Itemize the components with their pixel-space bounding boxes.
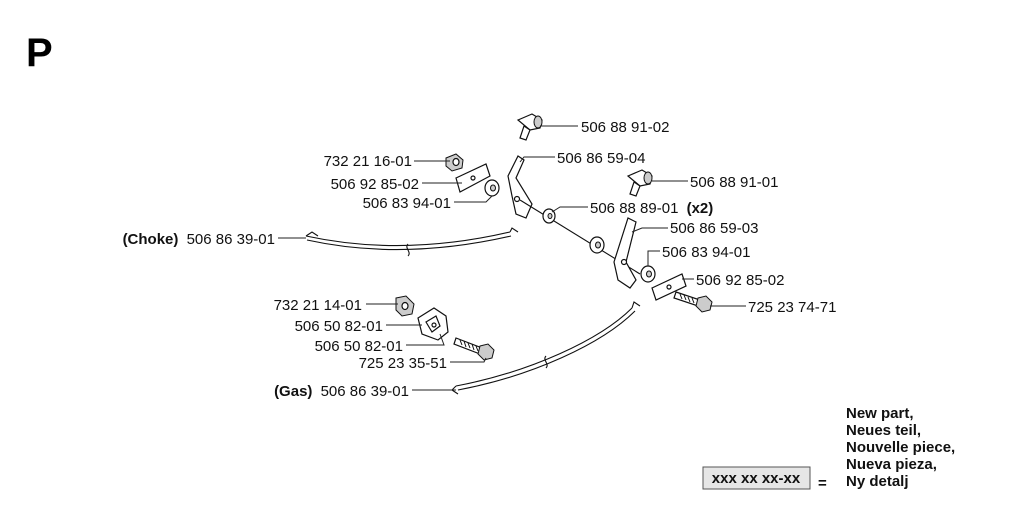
label-732-21-16-01: 732 21 16-01 <box>324 153 412 170</box>
washer-lower-part <box>640 265 656 283</box>
legend-sample-text: xxx xx xx-xx <box>712 470 801 487</box>
legend-line-2: Neues teil, <box>846 422 921 439</box>
choke-cable-part <box>305 227 519 257</box>
lever-upper-part <box>507 155 533 219</box>
label-506-86-59-04: 506 86 59-04 <box>557 150 645 167</box>
legend-line-3: Nouvelle piece, <box>846 439 955 456</box>
label-725-23-35-51: 725 23 35-51 <box>359 355 447 372</box>
legend-line-1: New part, <box>846 405 914 422</box>
nut-upper-part <box>445 153 464 172</box>
label-506-83-94-01-upper: 506 83 94-01 <box>363 195 451 212</box>
washer-upper-part <box>484 179 500 197</box>
label-gas-prefix: (Gas) <box>274 383 312 400</box>
label-506-88-91-01: 506 88 91-01 <box>690 174 778 191</box>
lever-lower-part <box>613 217 637 289</box>
legend-equals: = <box>818 475 827 492</box>
plate-lower-part <box>651 273 687 301</box>
legend-line-4: Nueva pieza, <box>846 456 937 473</box>
gas-cable-part <box>451 301 641 395</box>
knob-top-part <box>516 113 543 141</box>
label-choke-prefix: (Choke) <box>123 231 179 248</box>
label-gas-number: 506 86 39-01 <box>321 383 409 400</box>
leader-lines <box>278 125 746 391</box>
spacer-lower-part <box>589 236 605 254</box>
label-506-83-94-01-lower: 506 83 94-01 <box>662 244 750 261</box>
label-725-23-74-71: 725 23 74-71 <box>748 299 836 316</box>
label-506-50-82-01-b: 506 50 82-01 <box>315 338 403 355</box>
clamp-part <box>417 307 449 341</box>
plate-upper-part <box>455 163 491 193</box>
label-choke-cable: (Choke) 506 86 39-01 <box>123 231 275 248</box>
label-506-88-89-01-number: 506 88 89-01 <box>590 200 678 217</box>
label-506-88-89-01: 506 88 89-01 (x2) <box>590 200 713 217</box>
label-choke-number: 506 86 39-01 <box>187 231 275 248</box>
label-quantity: (x2) <box>687 200 714 217</box>
section-letter: P <box>26 31 53 75</box>
label-732-21-14-01: 732 21 14-01 <box>274 297 362 314</box>
nut-lower-part <box>395 295 415 317</box>
label-506-88-91-02: 506 88 91-02 <box>581 119 669 136</box>
label-gas-cable: (Gas) 506 86 39-01 <box>274 383 409 400</box>
legend-sample-box <box>702 466 811 490</box>
legend: xxx xx xx-xx = New part, Neues teil, Nou… <box>702 405 955 492</box>
screw-right-part <box>673 291 713 313</box>
screw-left-part <box>453 337 495 361</box>
label-506-92-85-02-lower: 506 92 85-02 <box>696 272 784 289</box>
label-506-86-59-03: 506 86 59-03 <box>670 220 758 237</box>
knob-right-part <box>626 169 653 197</box>
label-506-50-82-01-a: 506 50 82-01 <box>295 318 383 335</box>
label-506-92-85-02-upper: 506 92 85-02 <box>331 176 419 193</box>
spacer-upper-part <box>542 208 556 224</box>
legend-line-5: Ny detalj <box>846 473 909 490</box>
